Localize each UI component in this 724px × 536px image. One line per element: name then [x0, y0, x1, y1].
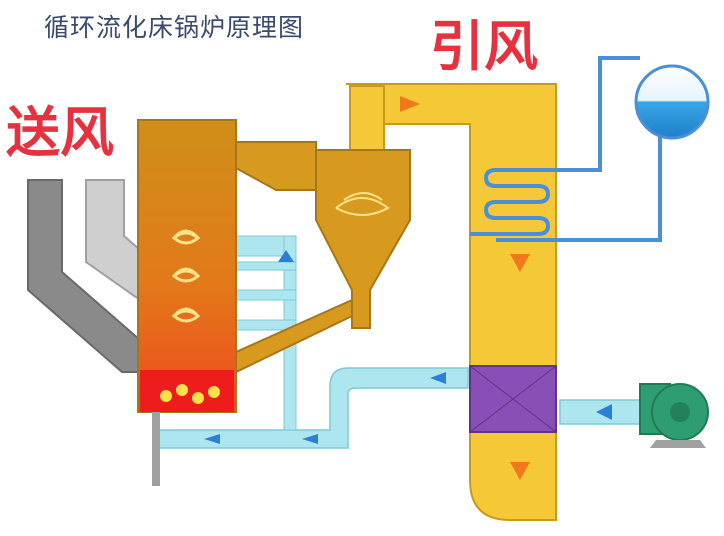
furnace-support-leg [152, 412, 160, 486]
fluidized-particle-swirls [171, 229, 201, 323]
induced-draft-label: 引风 [430, 15, 538, 78]
forced-draft-label: 送风 [6, 101, 114, 164]
air-flow-arrows [204, 250, 612, 444]
flame-icon [160, 384, 220, 404]
fuel-feed-chute [27, 179, 141, 373]
water-steam-circuit [470, 56, 662, 242]
cyclone-swirl [335, 192, 390, 216]
air-preheater [469, 365, 557, 433]
drum-icon [634, 64, 710, 140]
furnace-and-cyclone [137, 119, 411, 413]
diagram-title: 循环流化床锅炉原理图 [44, 13, 305, 42]
flue-flow-arrows [400, 96, 530, 480]
fan-icon [639, 383, 709, 448]
